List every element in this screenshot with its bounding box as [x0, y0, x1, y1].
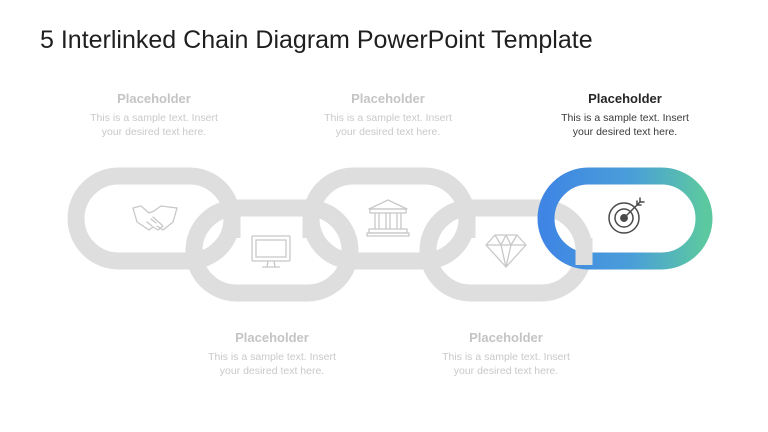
text-block-line: This is a sample text. Insert: [324, 112, 452, 124]
text-block-line: This is a sample text. Insert: [442, 351, 570, 363]
diamond-icon: [485, 234, 527, 268]
bank-icon: [366, 199, 410, 237]
text-block-line: your desired text here.: [219, 365, 325, 377]
text-block-line: This is a sample text. Insert: [208, 351, 336, 363]
text-block-2: Placeholder This is a sample text. Inser…: [187, 329, 357, 378]
text-block-line: your desired text here.: [453, 365, 559, 377]
text-block-3: Placeholder This is a sample text. Inser…: [303, 90, 473, 139]
text-block-line: your desired text here.: [335, 126, 441, 138]
handshake-icon: [132, 205, 178, 231]
text-block-heading: Placeholder: [469, 330, 543, 345]
text-block-line: your desired text here.: [101, 126, 207, 138]
text-block-1: Placeholder This is a sample text. Inser…: [69, 90, 239, 139]
text-block-heading: Placeholder: [588, 91, 662, 106]
text-block-heading: Placeholder: [117, 91, 191, 106]
target-icon: [608, 197, 645, 234]
text-block-5: Placeholder This is a sample text. Inser…: [540, 90, 710, 139]
text-block-line: This is a sample text. Insert: [90, 112, 218, 124]
monitor-icon: [251, 235, 291, 268]
text-block-4: Placeholder This is a sample text. Inser…: [421, 329, 591, 378]
text-block-heading: Placeholder: [351, 91, 425, 106]
text-block-line: This is a sample text. Insert: [561, 112, 689, 124]
slide-title: 5 Interlinked Chain Diagram PowerPoint T…: [40, 26, 593, 54]
chain-link-5[interactable]: [537, 167, 713, 270]
text-block-line: your desired text here.: [572, 126, 678, 138]
text-block-heading: Placeholder: [235, 330, 309, 345]
chain-link-2[interactable]: [185, 199, 359, 302]
